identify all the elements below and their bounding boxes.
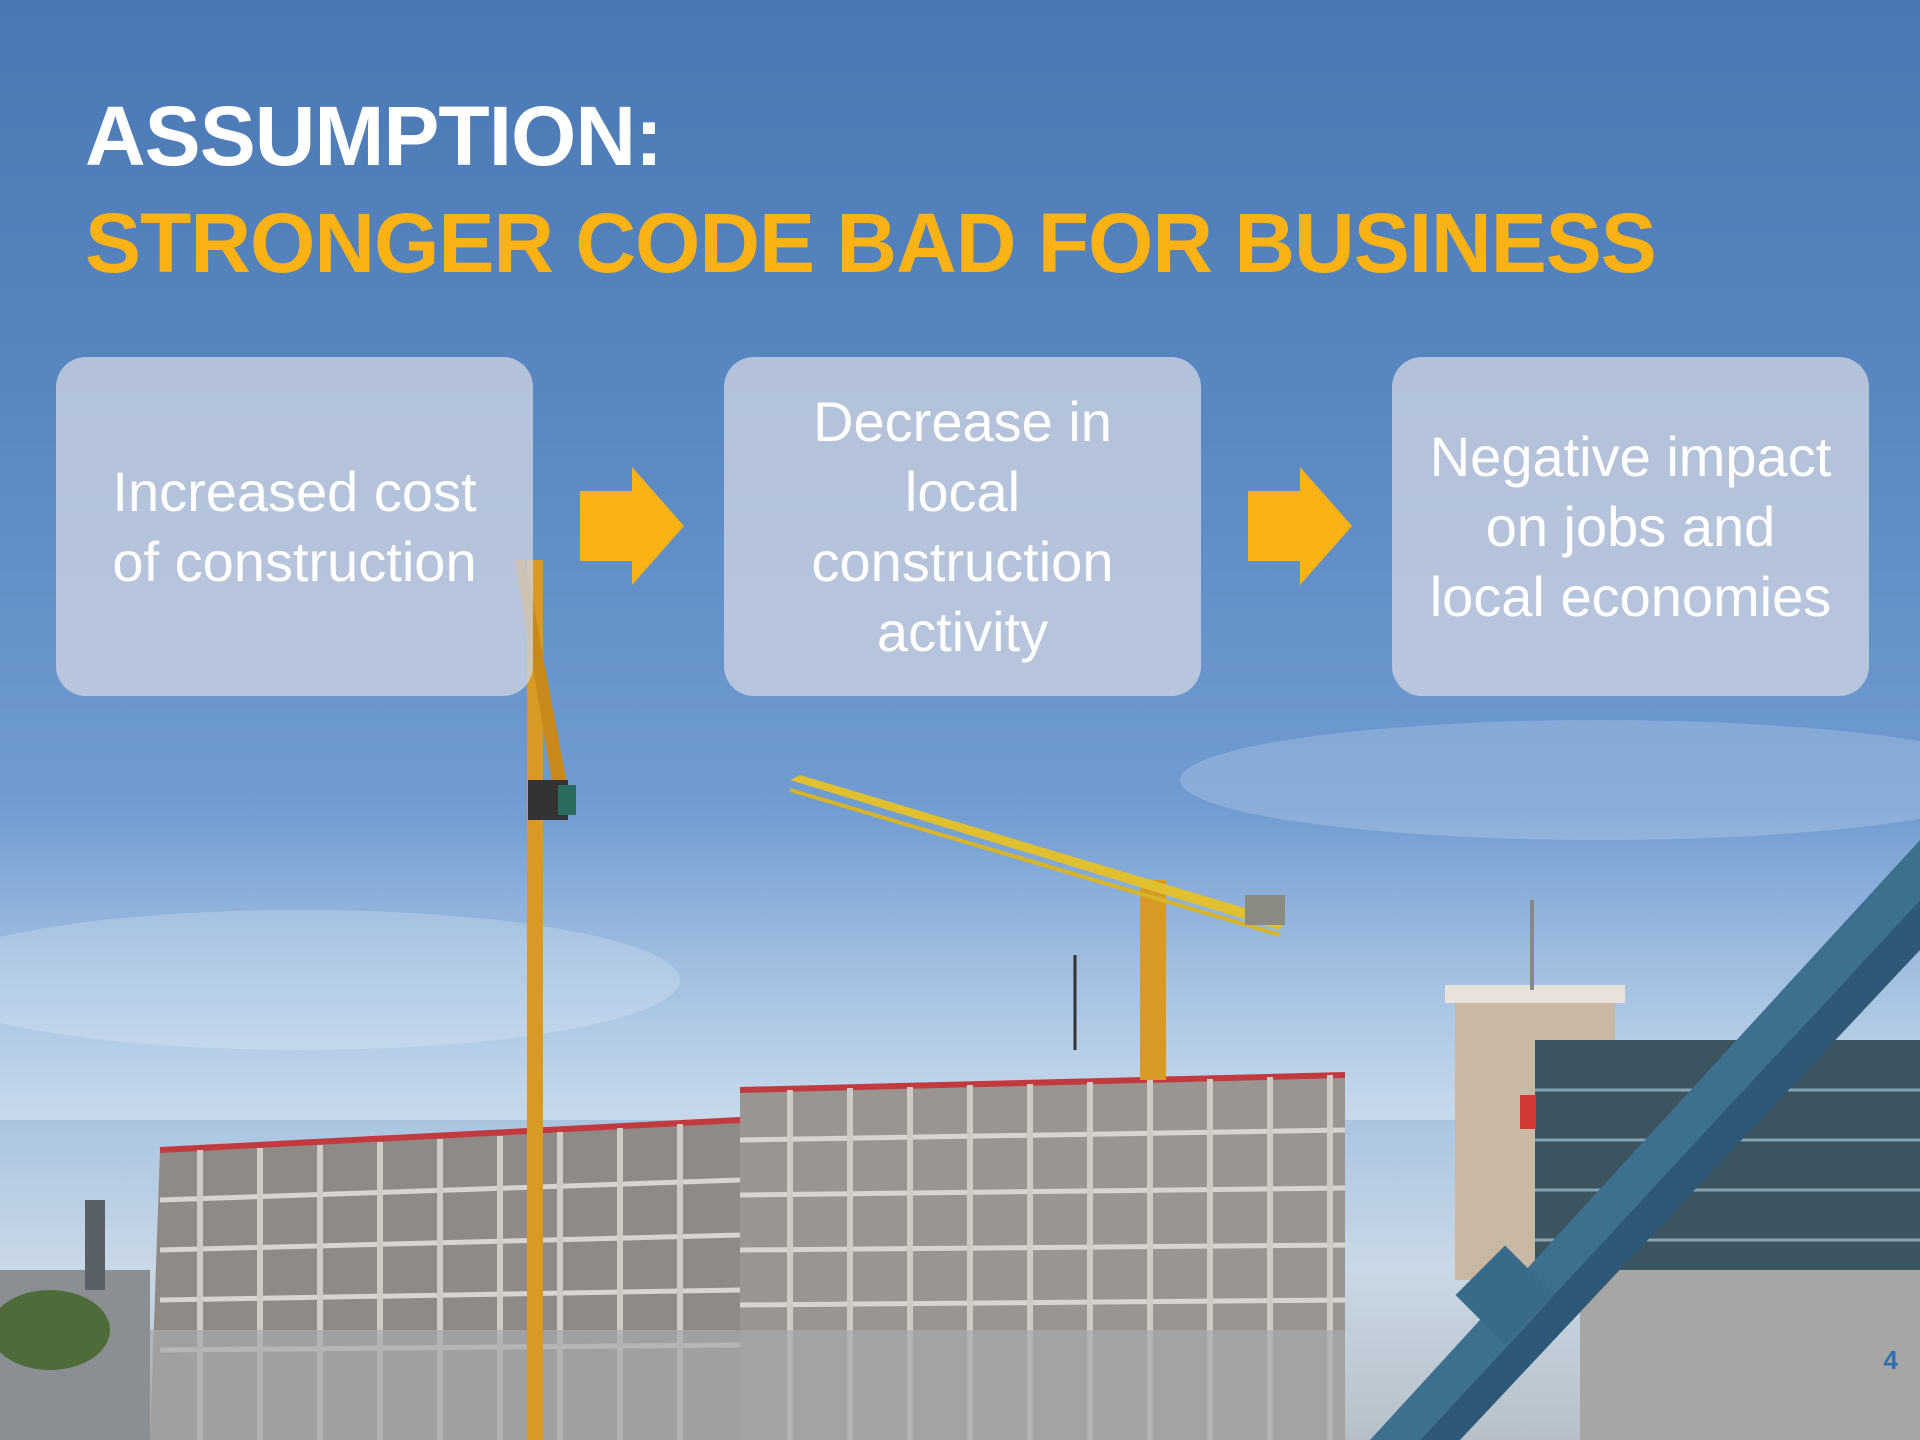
flow-step-1: Increased cost of construction xyxy=(56,357,533,696)
slide-subtitle: STRONGER CODE BAD FOR BUSINESS xyxy=(85,196,1657,290)
right-arrow-icon xyxy=(1248,467,1352,585)
slide-title: ASSUMPTION: xyxy=(85,89,663,183)
right-arrow-icon xyxy=(580,467,684,585)
flow-step-2-text: Decrease in local construction activity xyxy=(811,389,1114,663)
flow-step-1-text: Increased cost of construction xyxy=(112,459,477,593)
flow-step-3-text: Negative impact on jobs and local econom… xyxy=(1429,424,1832,628)
flow-step-3: Negative impact on jobs and local econom… xyxy=(1392,357,1869,696)
page-number: 4 xyxy=(1883,1345,1898,1375)
flow-step-2: Decrease in local construction activity xyxy=(724,357,1201,696)
